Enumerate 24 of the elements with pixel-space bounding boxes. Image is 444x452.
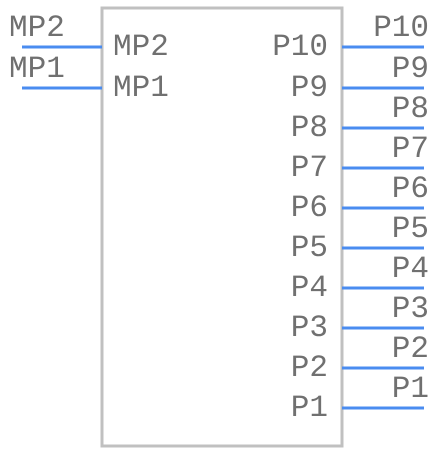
pin-number: P1 xyxy=(392,374,429,406)
pin-number: P10 xyxy=(373,13,429,45)
pin-name: P6 xyxy=(290,193,328,225)
pin-name: P7 xyxy=(290,153,328,185)
pin-number: P6 xyxy=(392,174,429,206)
pin-number: P8 xyxy=(392,94,429,126)
pin-number: P4 xyxy=(392,254,429,286)
pin-number: P2 xyxy=(392,334,429,366)
pin-number: P7 xyxy=(392,134,429,166)
pin-name: P9 xyxy=(290,73,328,105)
pin-name: MP1 xyxy=(9,54,65,86)
pin-name: MP1 xyxy=(113,73,169,105)
pin-name: P8 xyxy=(290,113,328,145)
pin-name: MP2 xyxy=(113,32,169,64)
pin-name: P10 xyxy=(272,32,328,64)
pin-number: P5 xyxy=(392,214,429,246)
pin-number: P3 xyxy=(392,294,429,326)
pin-name: P5 xyxy=(290,233,328,265)
pin-name: P1 xyxy=(290,393,328,425)
pin-name: MP2 xyxy=(9,13,65,45)
pin-name: P3 xyxy=(290,313,328,345)
pin-name: P4 xyxy=(290,273,328,305)
pin-name: P2 xyxy=(290,353,328,385)
pin-number: P9 xyxy=(392,54,429,86)
